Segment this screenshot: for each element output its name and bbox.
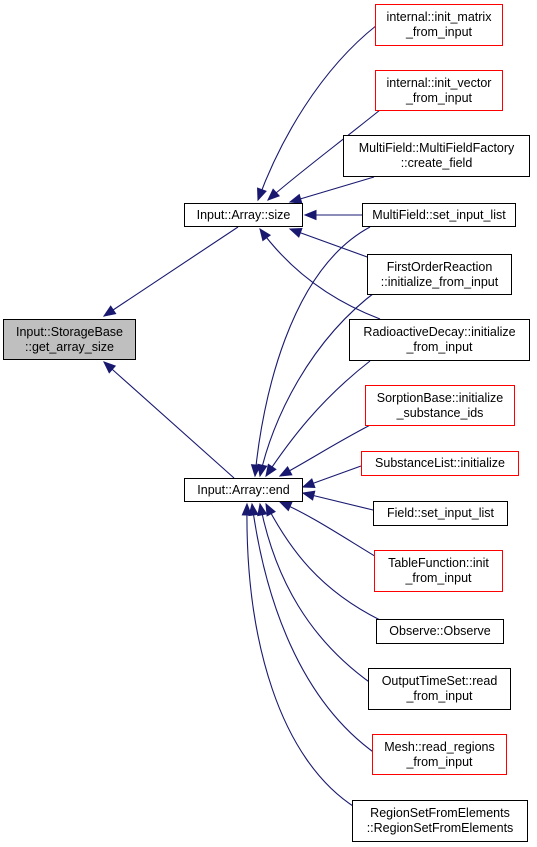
- edge-sb-init-to-end: [278, 419, 381, 477]
- edge-tf-init-to-end: [278, 501, 379, 559]
- edge-sl-init-to-end: [301, 465, 362, 489]
- arrowhead: [301, 478, 316, 489]
- arrowhead: [265, 463, 277, 478]
- edge-ots-read-to-end: [257, 502, 373, 685]
- edge-size-to-root: [102, 226, 239, 317]
- node-sorptionbase-initialize-substance-ids[interactable]: SorptionBase::initialize _substance_ids: [365, 385, 515, 426]
- edge-mf-create-to-size: [288, 176, 375, 204]
- arrowhead: [267, 188, 281, 201]
- node-storagebase-get-array-size: Input::StorageBase ::get_array_size: [3, 319, 136, 360]
- arrowhead: [278, 501, 293, 512]
- edge-end-to-root: [103, 361, 235, 479]
- edge-observe-to-end: [265, 502, 381, 621]
- node-internal-init-vector-from-input[interactable]: internal::init_vector _from_input: [375, 70, 503, 111]
- arrowhead: [301, 490, 316, 501]
- node-input-array-size[interactable]: Input::Array::size: [184, 203, 303, 227]
- node-field-set-input-list[interactable]: Field::set_input_list: [373, 501, 508, 526]
- arrowhead: [257, 463, 268, 478]
- edge-for-init-to-end: [257, 289, 379, 478]
- edge-rd-init-to-size: [259, 227, 381, 320]
- arrowhead: [259, 227, 272, 242]
- node-mesh-read-regions-from-input[interactable]: Mesh::read_regions _from_input: [372, 734, 507, 775]
- node-outputtimeset-read-from-input[interactable]: OutputTimeSet::read _from_input: [368, 668, 511, 710]
- edge-rd-init-to-end: [265, 360, 371, 478]
- edge-init-vector-to-size: [267, 109, 381, 201]
- arrowhead: [257, 187, 267, 202]
- node-regionsetfromelements-constructor[interactable]: RegionSetFromElements ::RegionSetFromEle…: [352, 800, 528, 842]
- node-observe-observe[interactable]: Observe::Observe: [376, 619, 504, 644]
- node-firstorderreaction-initialize-from-input[interactable]: FirstOrderReaction ::initialize_from_inp…: [367, 254, 512, 295]
- edge-mf-set-to-size: [303, 209, 362, 221]
- arrowhead: [102, 305, 117, 317]
- node-multifield-set-input-list[interactable]: MultiField::set_input_list: [362, 203, 516, 227]
- edge-mesh-read-to-end: [248, 502, 377, 755]
- arrowhead: [248, 502, 259, 517]
- node-substancelist-initialize[interactable]: SubstanceList::initialize: [361, 451, 519, 476]
- arrowhead: [257, 502, 268, 517]
- arrowhead: [288, 227, 303, 238]
- arrowhead: [241, 502, 253, 516]
- arrowhead: [278, 465, 293, 477]
- edge-rsfe-to-end: [241, 502, 357, 809]
- edge-for-init-to-size: [288, 227, 371, 259]
- edge-init-matrix-to-size: [257, 24, 378, 202]
- node-tablefunction-init-from-input[interactable]: TableFunction::init _from_input: [374, 550, 503, 592]
- node-internal-init-matrix-from-input[interactable]: internal::init_matrix _from_input: [375, 4, 503, 46]
- node-input-array-end[interactable]: Input::Array::end: [184, 478, 303, 502]
- node-multifieldfactory-create-field[interactable]: MultiField::MultiFieldFactory ::create_f…: [343, 135, 530, 177]
- edge-field-set-to-end: [301, 490, 374, 511]
- arrowhead: [303, 209, 317, 221]
- arrowhead: [103, 361, 117, 374]
- arrowhead: [265, 502, 276, 517]
- arrowhead: [288, 193, 303, 204]
- node-radioactivedecay-initialize-from-input[interactable]: RadioactiveDecay::initialize _from_input: [349, 319, 530, 361]
